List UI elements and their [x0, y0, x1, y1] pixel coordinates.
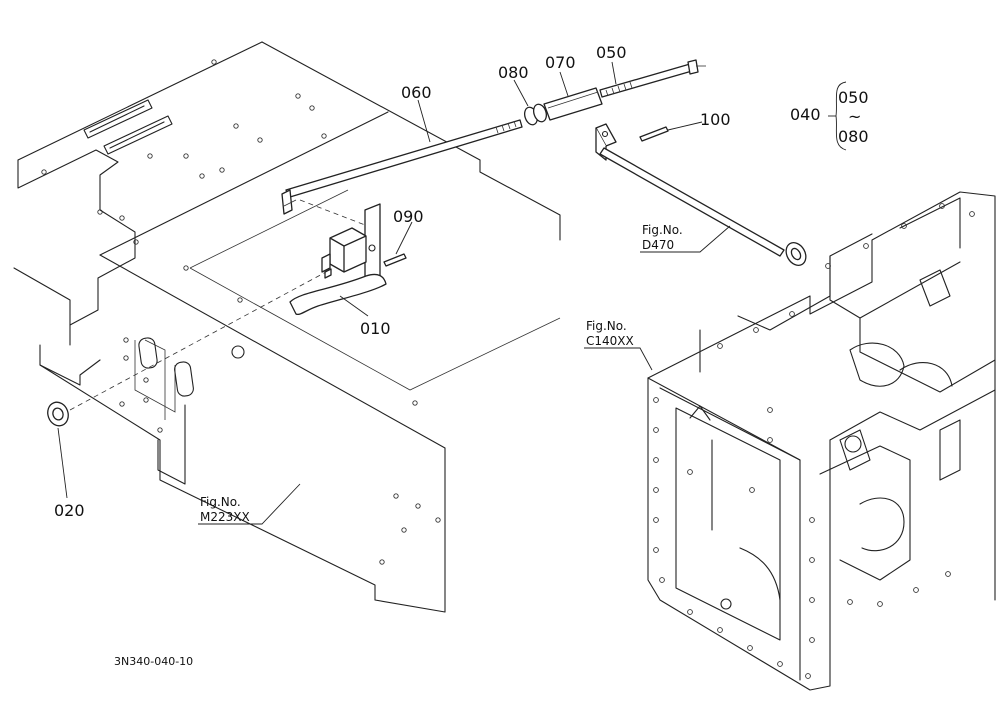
leader-lines	[57, 61, 847, 525]
group-tilde: ~	[848, 107, 861, 126]
fig-ref-c140-number: C140XX	[586, 334, 634, 348]
label-080: 080	[498, 63, 529, 82]
part-010-bracket	[289, 203, 387, 316]
label-060: 060	[401, 83, 432, 102]
figure-references: Fig.No. D470 Fig.No. C140XX Fig.No. M223…	[200, 223, 683, 524]
assembly-lines	[69, 199, 366, 411]
group-to-080: 080	[838, 127, 869, 146]
label-010: 010	[360, 319, 391, 338]
label-090: 090	[393, 207, 424, 226]
group-label-040: 040	[790, 105, 821, 124]
label-020: 020	[54, 501, 85, 520]
label-070: 070	[545, 53, 576, 72]
diagram-code: 3N340-040-10	[114, 655, 193, 668]
part-020-nut	[47, 401, 69, 427]
part-070-turnbuckle	[543, 87, 603, 121]
part-080-nut	[524, 103, 547, 126]
fig-ref-d470-title: Fig.No.	[642, 223, 683, 237]
frame-plate	[13, 41, 561, 613]
fig-ref-m223-title: Fig.No.	[200, 495, 241, 509]
fig-ref-m223-number: M223XX	[200, 510, 250, 524]
part-090-pin	[383, 253, 407, 267]
label-100: 100	[700, 110, 731, 129]
part-060-rod	[281, 119, 523, 215]
group-from-050: 050	[838, 88, 869, 107]
label-050: 050	[596, 43, 627, 62]
part-100-shaft	[595, 123, 807, 266]
fig-ref-c140-title: Fig.No.	[586, 319, 627, 333]
part-050-rod	[599, 59, 706, 98]
part-labels: 060 080 070 050 100 090 010 020 040 050 …	[54, 43, 869, 520]
fig-ref-d470-number: D470	[642, 238, 674, 252]
transmission-case	[647, 191, 996, 691]
